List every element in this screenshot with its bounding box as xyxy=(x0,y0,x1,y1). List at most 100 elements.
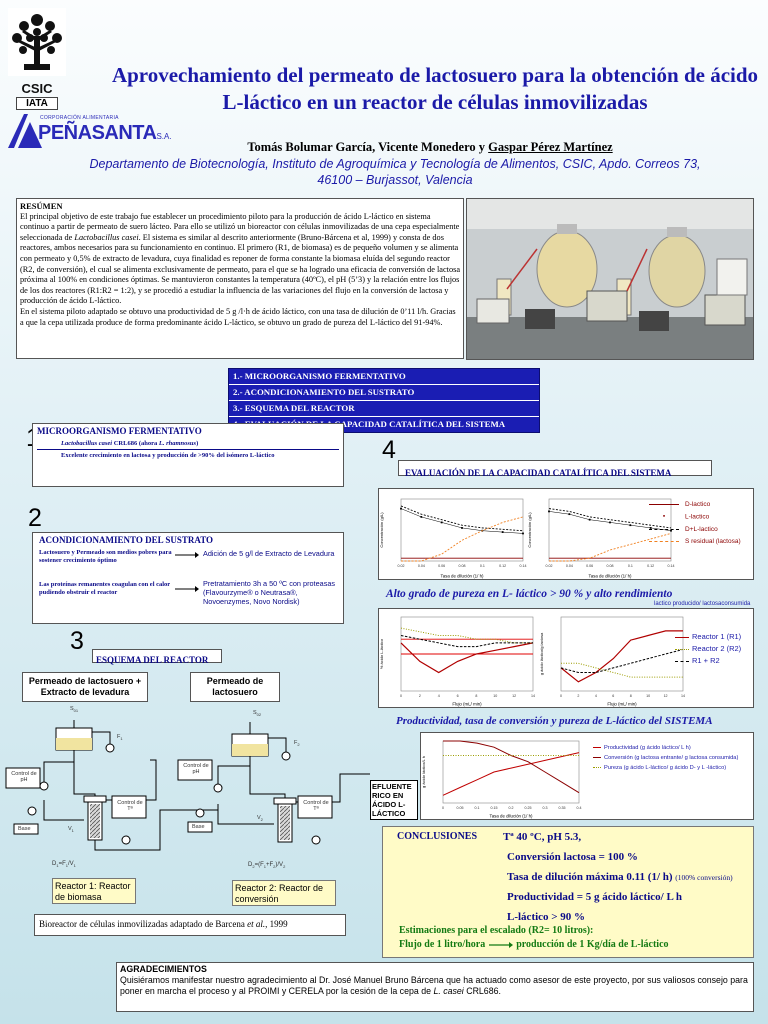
diagram-caption: Bioreactor de células inmovilizadas adap… xyxy=(34,914,346,936)
conclusion-2: Conversión lactosa = 100 % xyxy=(507,851,638,863)
section-3-heading: ESQUEMA DEL REACTOR xyxy=(96,655,209,665)
series-line-2 xyxy=(400,508,524,534)
x-tick-label: 0.12 xyxy=(647,564,654,568)
section-4-heading: EVALUACIÓN DE LA CAPACIDAD CATALÍTICA DE… xyxy=(405,468,672,478)
x-axis-label: Flujo (mL/ min) xyxy=(607,702,637,707)
data-point xyxy=(609,521,611,524)
toc-item-4[interactable]: 4.- EVALUACIÓN DE LA CAPACIDAD CATALÍTIC… xyxy=(233,419,506,429)
toc-item-2[interactable]: 2.- ACONDICIONAMIENTO DEL SUSTRATO xyxy=(229,385,539,401)
data-point xyxy=(629,524,632,527)
ph-control-1-label: Control de pH xyxy=(11,771,37,783)
data-point xyxy=(588,518,591,521)
series-line-2 xyxy=(561,662,683,678)
x-tick-label: 0.06 xyxy=(438,564,445,568)
series-line-4 xyxy=(401,516,524,562)
x-tick-label: 0.08 xyxy=(459,564,466,568)
y-axis-label: g ácido láctico/L h xyxy=(421,756,426,788)
x-tick-label: 6 xyxy=(612,694,614,698)
department-line2: 46100 – Burjassot, Valencia xyxy=(317,173,473,187)
x-tick-label: 8 xyxy=(630,694,632,698)
temp-control-1-label: Control de Tª xyxy=(117,800,143,812)
x-tick-label: 0.2 xyxy=(509,806,514,810)
arrow-right-icon xyxy=(175,586,199,592)
legend-dl-lactico: D+L-lactico xyxy=(649,524,741,536)
agradecimientos-text: Quisiéramos manifestar nuestro agradecim… xyxy=(120,975,748,996)
s01-label: S01 xyxy=(70,706,79,714)
resumen-paragraph-2: En el sistema piloto adaptado se obtuvo … xyxy=(20,306,456,327)
reactor-1-label: Reactor 1: Reactor de biomasa xyxy=(52,878,136,904)
data-point xyxy=(522,532,524,535)
toc-item-3[interactable]: 3.- ESQUEMA DEL REACTOR xyxy=(229,401,539,417)
x-tick-label: 0.35 xyxy=(559,806,566,810)
x-tick-label: 0.14 xyxy=(668,564,675,568)
x-tick-label: 4 xyxy=(595,694,597,698)
conclusiones-box: CONCLUSIONES Tª 40 ºC, pH 5.3, Conversió… xyxy=(382,826,754,958)
base-2-label: Base xyxy=(192,824,205,830)
x-tick-label: 0.02 xyxy=(546,564,553,568)
legend-conversion: Conversión (g lactosa entrante/ g lactos… xyxy=(593,753,738,763)
f1-label: F1 xyxy=(117,734,123,742)
section-2-left-2: Las proteínas remanentes coagulan con el… xyxy=(39,581,171,596)
author-link[interactable]: Gaspar Pérez Martínez xyxy=(488,140,613,154)
penasanta-mark-icon xyxy=(8,114,42,148)
agradecimientos-box: AGRADECIMIENTOS Quisiéramos manifestar n… xyxy=(116,962,754,1012)
pump-icon xyxy=(27,743,321,845)
x-tick-label: 0.15 xyxy=(491,806,498,810)
x-tick-label: 14 xyxy=(531,694,535,698)
table-of-contents: 1.- MICROORGANISMO FERMENTATIVO 2.- ACON… xyxy=(228,368,540,433)
section-1-line-1: Lactobacillus casei CRL686 (ahora L. rha… xyxy=(61,440,199,447)
rendimiento-label: lactico producido/ lactosaconsumida xyxy=(654,601,751,607)
v1-label: V1 xyxy=(68,826,74,834)
section-3-number: 3 xyxy=(70,627,84,655)
pureza-title: Alto grado de pureza en L- láctico > 90 … xyxy=(386,588,673,600)
x-tick-label: 8 xyxy=(475,694,477,698)
department-line1: Departamento de Biotecnología, Instituto… xyxy=(89,157,701,171)
toc-item-1[interactable]: 1.- MICROORGANISMO FERMENTATIVO xyxy=(229,369,539,385)
x-axis-label: Tasa de dilución (1/ h) xyxy=(441,574,484,579)
x-tick-label: 12 xyxy=(512,694,516,698)
penasanta-wordmark: PEÑASANTA xyxy=(38,122,157,144)
x-tick-label: 0.1 xyxy=(475,806,480,810)
s02-label: S02 xyxy=(253,710,262,718)
series-line-3 xyxy=(560,648,684,673)
x-axis-label: Tasa de dilución (1/ h) xyxy=(589,574,632,579)
chart-legend-2: Reactor 1 (R1) Reactor 2 (R2) R1 + R2 xyxy=(675,631,741,667)
chart-legend-1: D-lactico ▪L-lactico D+L-lactico S resid… xyxy=(649,499,741,548)
x-tick-label: 10 xyxy=(646,694,650,698)
conclusion-1: Tª 40 ºC, pH 5.3, xyxy=(503,831,582,843)
legend-productividad: Productividad (g ácido láctico/ L h) xyxy=(593,743,738,753)
series-line-3 xyxy=(548,508,672,529)
data-point xyxy=(649,527,652,529)
resumen-heading: RESÚMEN xyxy=(20,201,63,211)
resumen-box: RESÚMEN El principal objetivo de este tr… xyxy=(16,198,464,359)
section-2-number: 2 xyxy=(28,504,42,532)
iata-wordmark: IATA xyxy=(16,97,58,110)
section-2-box: ACONDICIONAMIENTO DEL SUSTRATO Lactosuer… xyxy=(32,532,344,624)
csic-wordmark: CSIC xyxy=(21,81,53,96)
penasanta-tagline: CORPORACIÓN ALIMENTARIA xyxy=(40,115,119,121)
data-point xyxy=(548,510,550,513)
penasanta-sa: S.A. xyxy=(156,132,172,141)
legend-l-lactico: ▪L-lactico xyxy=(662,513,710,521)
x-tick-label: 10 xyxy=(493,694,497,698)
x-tick-label: 14 xyxy=(681,694,685,698)
x-tick-label: 0.14 xyxy=(520,564,527,568)
section-1-box: MICROORGANISMO FERMENTATIVO Lactobacillu… xyxy=(32,423,344,487)
series-line-3 xyxy=(400,505,524,532)
y-axis-label: g ácido láctico/g lactosa xyxy=(539,632,544,675)
x-tick-label: 0.04 xyxy=(418,564,425,568)
section-2-left-1: Lactosuero y Permeado son medios pobres … xyxy=(39,549,172,564)
escalado-line: Flujo de 1 litro/hora producción de 1 Kg… xyxy=(399,939,669,950)
legend-reactor-1: Reactor 1 (R1) xyxy=(675,631,741,643)
x-tick-label: 0.1 xyxy=(628,564,633,568)
x-tick-label: 0.05 xyxy=(457,806,464,810)
x-axis-label: Tasa de dilución (1/ h) xyxy=(490,814,533,819)
section-3-heading-box: ESQUEMA DEL REACTOR xyxy=(92,649,222,665)
x-tick-label: 2 xyxy=(419,694,421,698)
data-point xyxy=(670,529,672,532)
legend-s-residual: S residual (lactosa) xyxy=(649,536,741,548)
